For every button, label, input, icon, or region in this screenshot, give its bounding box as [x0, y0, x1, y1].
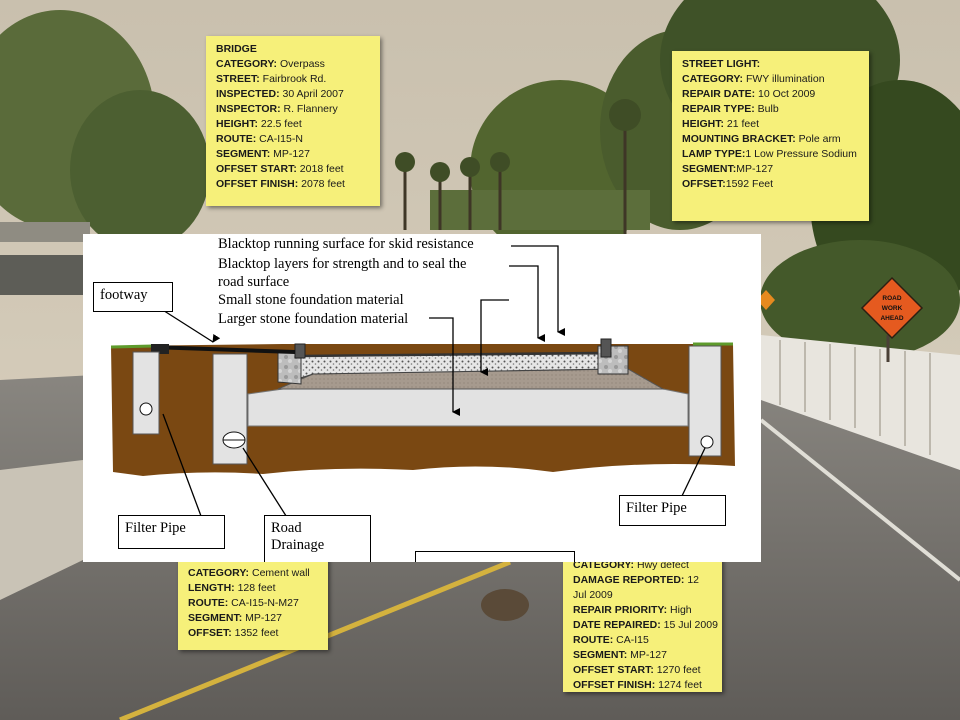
road-drainage-label-box: Road Drainage: [264, 515, 371, 562]
defect-note-row: OFFSET FINISH: 1274 feet: [573, 679, 702, 691]
pothole: [481, 589, 529, 621]
barrier-note-row: ROUTE: CA-I15-N-M27: [188, 597, 299, 609]
street-light-note-row: MOUNTING BRACKET: Pole arm: [682, 133, 841, 145]
street-light-note-row: HEIGHT: 21 feet: [682, 118, 760, 130]
road-sign-text: ROAD: [882, 295, 901, 302]
barrier-info-note: CATEGORY: Cement wall LENGTH: 128 feet R…: [178, 548, 328, 650]
street-light-note-row: REPAIR TYPE: Bulb: [682, 103, 779, 115]
street-light-note-row: CATEGORY: FWY illumination: [682, 73, 825, 85]
defect-note-row: SEGMENT: MP-127: [573, 649, 667, 661]
blacktop-surface: [300, 351, 599, 358]
defect-note-row: ROUTE: CA-I15: [573, 634, 649, 646]
footway-label-box: footway: [93, 282, 173, 312]
bridge-note-row: SEGMENT: MP-127: [216, 148, 310, 160]
label-larger-stone: Larger stone foundation material: [218, 311, 409, 327]
footway-surface: [150, 345, 296, 354]
larger-stone-layer: [247, 388, 689, 427]
defect-note-row: CATEGORY: Hwy defect: [573, 559, 689, 571]
bridge-note-row: STREET: Fairbrook Rd.: [216, 73, 327, 85]
left-filter-pipe: [139, 402, 153, 416]
street-light-note-row: OFFSET:1592 Feet: [682, 178, 774, 190]
bridge-note-row: HEIGHT: 22.5 feet: [216, 118, 302, 130]
bridge-note-row: INSPECTOR: R. Flannery: [216, 103, 338, 115]
label-blacktop-running-surface: Blacktop running surface for skid resist…: [218, 236, 474, 252]
street-light-note-row: LAMP TYPE:1 Low Pressure Sodium: [682, 148, 857, 160]
defect-note-row: REPAIR PRIORITY: High: [573, 604, 692, 616]
warning-sign: [757, 290, 775, 310]
palm-trees: [403, 120, 627, 235]
road-drainage-line1: Road: [271, 520, 302, 536]
bridge-note-row: ROUTE: CA-I15-N: [216, 133, 303, 145]
barrier-note-row: LENGTH: 128 feet: [188, 582, 276, 594]
right-filter-pipe-label: Filter Pipe: [619, 495, 726, 526]
left-drain-trench: [132, 351, 160, 435]
label-blacktop-layers-cont: road surface: [218, 274, 290, 290]
bridge-note-row: CATEGORY: Overpass: [216, 58, 325, 70]
label-small-stone: Small stone foundation material: [218, 292, 404, 308]
highway-defect-info-note: CATEGORY: Hwy defect DAMAGE REPORTED: 12…: [563, 552, 722, 692]
street-light-note-row: REPAIR DATE: 10 Oct 2009: [682, 88, 816, 100]
bridge-info-note: BRIDGE CATEGORY: Overpass STREET: Fairbr…: [206, 36, 380, 206]
road-cross-section-diagram: Blacktop running surface for skid resist…: [83, 234, 761, 562]
defect-note-row: DATE REPAIRED: 15 Jul 2009: [573, 619, 718, 631]
road-work-sign: ROAD WORK AHEAD: [860, 276, 924, 362]
defect-note-row: DAMAGE REPORTED: 12 Jul 2009: [573, 574, 700, 601]
bridge-note-row: INSPECTED: 30 April 2007: [216, 88, 344, 100]
svg-text:WORK: WORK: [882, 305, 903, 312]
right-filter-pipe: [700, 435, 714, 449]
street-light-info-note: STREET LIGHT: CATEGORY: FWY illumination…: [672, 51, 869, 221]
svg-text:AHEAD: AHEAD: [880, 315, 903, 322]
bridge-note-row: OFFSET START: 2018 feet: [216, 163, 344, 175]
road-drainage-line2: Drainage: [271, 537, 325, 553]
left-filter-pipe-label: Filter Pipe: [118, 515, 225, 549]
street-light-note-row: SEGMENT:MP-127: [682, 163, 774, 175]
barrier-note-row: CATEGORY: Cement wall: [188, 567, 310, 579]
empty-label-box: [415, 551, 575, 562]
bridge-note-row: OFFSET FINISH: 2078 feet: [216, 178, 345, 190]
defect-note-row: OFFSET START: 1270 feet: [573, 664, 701, 676]
label-blacktop-layers: Blacktop layers for strength and to seal…: [218, 256, 467, 272]
barrier-note-row: OFFSET: 1352 feet: [188, 627, 279, 639]
barrier-note-row: SEGMENT: MP-127: [188, 612, 282, 624]
street-light-note-title: STREET LIGHT:: [682, 58, 761, 70]
cross-section-drawing: [110, 245, 735, 520]
bridge-note-title: BRIDGE: [216, 43, 257, 55]
